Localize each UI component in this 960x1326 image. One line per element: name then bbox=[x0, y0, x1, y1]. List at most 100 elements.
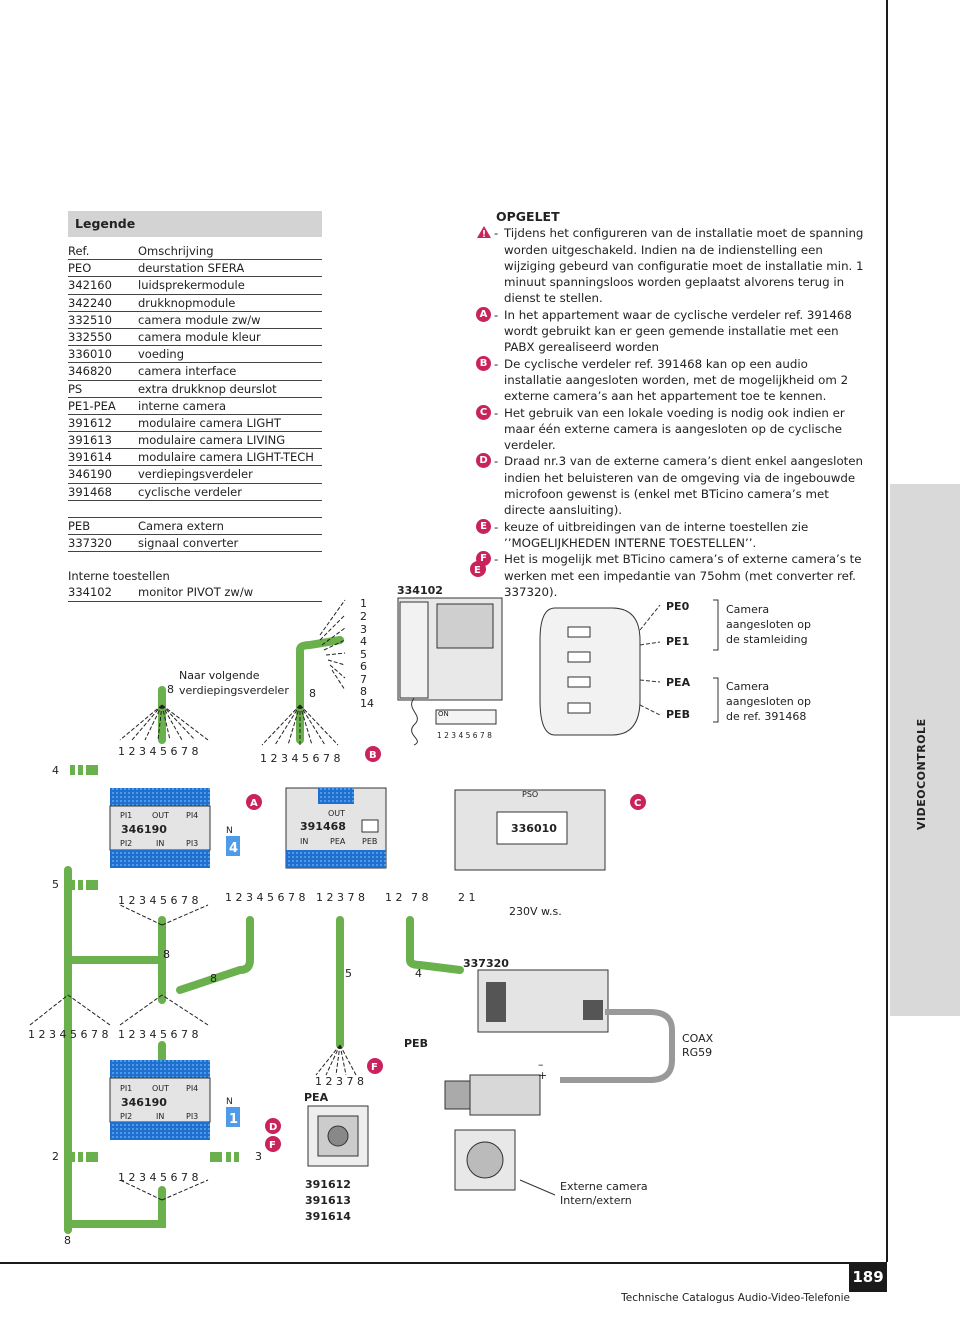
dash-3a bbox=[210, 1152, 222, 1162]
wire-monitor bbox=[296, 636, 344, 704]
bullet-dash: - bbox=[494, 356, 499, 371]
dist1-ref: 346190 bbox=[121, 823, 167, 836]
bullet-dash: - bbox=[494, 454, 499, 469]
cam-stam-2: aangesloten op bbox=[726, 618, 811, 631]
monitor-screen bbox=[436, 603, 494, 649]
terms-monitor: 1 2 3 4 5 6 7 8 bbox=[260, 752, 340, 765]
green-wires bbox=[64, 636, 464, 1234]
opgelet-text: In het appartement waar de cyclische ver… bbox=[504, 307, 852, 355]
cyc-peb: PEB bbox=[362, 837, 377, 846]
opgelet-item: D-Draad nr.3 van de externe camera’s die… bbox=[476, 453, 866, 518]
legend-ref: PEO bbox=[68, 261, 92, 276]
dist2-pi3: PI3 bbox=[186, 1112, 198, 1121]
wn-14: 14 bbox=[360, 697, 374, 710]
naar-label-1: Naar volgende bbox=[179, 669, 260, 682]
floor-num-2: 2 bbox=[52, 1150, 59, 1163]
psu-label-box bbox=[496, 811, 568, 845]
legend-row: 342240 drukknopmodule bbox=[68, 295, 322, 312]
monitor-wire-numbers: 1 2 3 4 5 6 7 8 14 bbox=[360, 597, 374, 710]
floor-num-3: 3 bbox=[255, 1150, 262, 1163]
dash-4c bbox=[86, 765, 98, 775]
green-dashes bbox=[70, 765, 239, 1162]
marker-c-text: C bbox=[634, 798, 641, 809]
legend-ref: 332510 bbox=[68, 312, 112, 327]
bracket-1 bbox=[713, 599, 719, 651]
legend-desc-header: Omschrijving bbox=[138, 244, 214, 258]
panel-switch-3 bbox=[567, 676, 591, 688]
opgelet-item: -Tijdens het configureren van de install… bbox=[476, 225, 866, 306]
legend-ref: 342240 bbox=[68, 295, 112, 310]
wire-to-conv bbox=[406, 916, 464, 974]
cyc-out: OUT bbox=[328, 809, 345, 818]
intern-title: Interne toestellen bbox=[68, 569, 170, 584]
opgelet-text: Het gebruik van een lokale voeding is no… bbox=[504, 405, 845, 453]
cam-ref-391613: 391613 bbox=[305, 1194, 351, 1207]
terms-psu: 2 1 bbox=[458, 891, 476, 904]
legend-ref: 391612 bbox=[68, 415, 112, 430]
wn-6: 6 bbox=[360, 660, 367, 673]
marker-b-text: B bbox=[369, 750, 377, 761]
marker-c bbox=[630, 794, 646, 810]
peb-label: PEB bbox=[666, 708, 690, 721]
pe0-label: PE0 bbox=[666, 600, 690, 613]
coax-cable bbox=[560, 1009, 675, 1083]
pea-cam-label: PEA bbox=[304, 1091, 329, 1104]
wire-count-monitor: 8 bbox=[309, 687, 316, 700]
dist1-floor: 4 bbox=[229, 841, 238, 856]
bullet-dash: - bbox=[494, 226, 499, 241]
wn-3: 3 bbox=[360, 623, 367, 636]
count-d: 4 bbox=[415, 967, 422, 980]
dist1-pi3: PI3 bbox=[186, 839, 198, 848]
dist1-floor-box bbox=[226, 836, 240, 856]
cam-stam-3: de stamleiding bbox=[726, 633, 808, 646]
dash-3c bbox=[234, 1152, 239, 1162]
fan-dist1-bottom bbox=[119, 904, 209, 926]
cyc-led bbox=[361, 819, 379, 833]
dist2-body bbox=[109, 1077, 211, 1123]
legend-ref: 346820 bbox=[68, 364, 112, 379]
dash-3b bbox=[226, 1152, 231, 1162]
opgelet-marker: A bbox=[476, 306, 491, 322]
dist1-pi4: PI4 bbox=[186, 811, 198, 820]
distributor-346190-top: PI1 OUT PI4 346190 PI2 IN PI3 N 4 bbox=[109, 788, 240, 868]
marker-a-text: A bbox=[250, 798, 258, 809]
conv-ref: 337320 bbox=[463, 957, 509, 970]
dist2-pi1: PI1 bbox=[120, 1084, 132, 1093]
legend-ref: 391614 bbox=[68, 450, 112, 465]
monitor-handset bbox=[399, 601, 429, 699]
terms-dist2-right: 1 2 3 4 5 6 7 8 bbox=[118, 1028, 198, 1041]
opgelet-marker: C bbox=[476, 404, 491, 420]
fan-top-dist1 bbox=[119, 704, 209, 741]
ext-cam-2: Intern/extern bbox=[560, 1194, 632, 1207]
opgelet-title: OPGELET bbox=[496, 209, 560, 224]
dist1-body bbox=[109, 805, 211, 851]
fan-dist2-bottom bbox=[119, 1179, 209, 1201]
dist2-out: OUT bbox=[152, 1084, 169, 1093]
peb-cam-body bbox=[469, 1074, 541, 1116]
diagram-markers: E B A C F D F bbox=[246, 561, 646, 1152]
opgelet-marker: E bbox=[476, 518, 491, 534]
intern-desc: monitor PIVOT zw/w bbox=[138, 585, 254, 600]
legend-desc: drukknopmodule bbox=[138, 295, 236, 310]
ext-cam-1: Externe camera bbox=[560, 1180, 648, 1193]
right-rule bbox=[886, 0, 888, 1262]
warning-icon bbox=[477, 226, 491, 239]
coax-1: COAX bbox=[682, 1032, 714, 1045]
internal-camera-pea: PEA 391612 391613 391614 bbox=[304, 1091, 369, 1223]
opgelet-text: Tijdens het configureren van de installa… bbox=[504, 226, 864, 306]
opgelet-text: keuze of uitbreidingen van de interne to… bbox=[504, 519, 809, 550]
opgelet-item: F-Het is mogelijk met BTicino camera’s o… bbox=[476, 551, 866, 600]
opgelet-item: E-keuze of uitbreidingen van de interne … bbox=[476, 518, 866, 552]
pea-cam-lens bbox=[327, 1125, 349, 1147]
bullet-dash: - bbox=[494, 405, 499, 420]
dash-4b bbox=[78, 765, 83, 775]
opgelet-text: De cyclische verdeler ref. 391468 kan op… bbox=[504, 356, 849, 404]
opgelet-notes: OPGELET -Tijdens het configureren van de… bbox=[476, 209, 866, 600]
dash-5c bbox=[86, 880, 98, 890]
monitor-cord bbox=[411, 697, 418, 746]
dist2-floor-box bbox=[226, 1107, 240, 1127]
